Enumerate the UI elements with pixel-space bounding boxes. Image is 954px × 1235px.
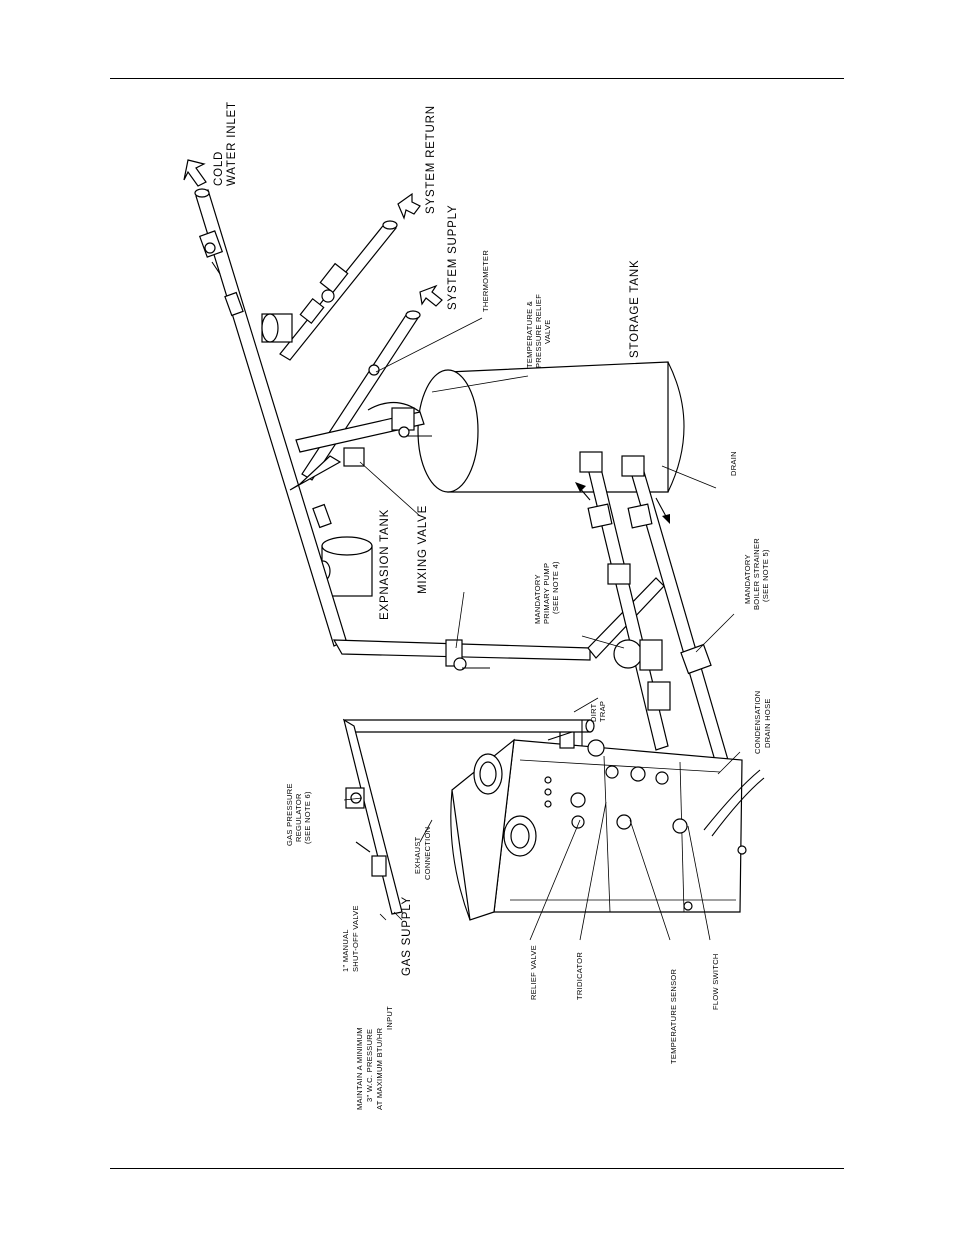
- label-expansion-tank: EXPNASION TANK: [379, 509, 391, 620]
- label-thermometer: THERMOMETER: [481, 250, 490, 312]
- leader-lines: [343, 317, 741, 941]
- label-shutoff-1: 1" MANUAL: [341, 929, 350, 972]
- boiler-strainer: [680, 643, 712, 675]
- shutoff-valve-body: [371, 855, 387, 877]
- label-cold-water-2: WATER INLET: [226, 101, 238, 186]
- label-dirt-trap-2: TRAP: [598, 701, 607, 722]
- label-shutoff-2: SHUT-OFF VALVE: [351, 905, 360, 972]
- label-flow-switch: FLOW SWITCH: [711, 953, 720, 1010]
- label-mixing-valve: MIXING VALVE: [417, 505, 429, 594]
- primary-pump: [613, 639, 643, 669]
- system-supply-pipe: [289, 310, 432, 491]
- label-maintain-2: 3" W.C. PRESSURE: [365, 1029, 374, 1102]
- label-primary-pump-2: PRIMARY PUMP: [542, 563, 551, 624]
- label-gas-regulator-1: GAS PRESSURE: [285, 783, 294, 846]
- system-return-arrow: [397, 192, 421, 220]
- label-system-supply: SYSTEM SUPPLY: [447, 205, 459, 310]
- mixing-valve-body: [343, 447, 365, 467]
- label-dirt-trap-1: DIRT: [589, 703, 598, 722]
- label-condensation-2: DRAIN HOSE: [763, 698, 772, 748]
- system-supply-arrow: [419, 284, 443, 307]
- footer-rule: [110, 1168, 844, 1169]
- label-tp-relief-3: VALVE: [543, 319, 552, 344]
- label-maintain-3: AT MAXIMUM BTU/HR: [375, 1027, 384, 1110]
- boiler-unit: [450, 729, 765, 921]
- label-gas-regulator-2: REGULATOR: [294, 793, 303, 842]
- cold-water-arrow: [183, 159, 207, 187]
- label-exhaust-2: CONNECTION: [423, 827, 432, 880]
- label-cold-water-1: COLD: [213, 151, 225, 186]
- label-primary-pump-1: MANDATORY: [533, 574, 542, 624]
- label-condensation-1: CONDENSATION: [753, 691, 762, 754]
- label-boiler-strainer-1: MANDATORY: [743, 554, 752, 604]
- label-maintain-4: INPUT: [385, 1006, 394, 1030]
- label-temperature-sensor: TEMPERATURE SENSOR: [669, 968, 678, 1064]
- label-tp-relief-1: TEMPERATURE &: [525, 301, 534, 368]
- label-boiler-strainer-3: (SEE NOTE 5): [761, 549, 770, 602]
- label-gas-supply: GAS SUPPLY: [401, 896, 413, 976]
- expansion-tank: [315, 536, 373, 597]
- header-rule: [110, 78, 844, 79]
- label-primary-pump-3: (SEE NOTE 4): [551, 561, 560, 614]
- label-boiler-strainer-2: BOILER STRAINER: [752, 538, 761, 610]
- storage-tank: [417, 361, 685, 493]
- boiler-loop-pipes: [575, 451, 729, 765]
- label-maintain-1: MAINTAIN A MINIMUM: [355, 1027, 364, 1110]
- gas-supply-pipe: [342, 718, 595, 915]
- system-return-pipe: [261, 220, 398, 361]
- thermometer-fitting: [368, 364, 380, 376]
- label-gas-regulator-3: (SEE NOTE 6): [303, 791, 312, 844]
- label-storage-tank: STORAGE TANK: [629, 260, 641, 358]
- label-system-return: SYSTEM RETURN: [425, 105, 437, 214]
- label-exhaust-1: EXHAUST: [413, 836, 422, 874]
- label-drain: DRAIN: [729, 451, 738, 476]
- label-tridicator: TRIDICATOR: [575, 952, 584, 1000]
- diagram-labels: COLD WATER INLET SYSTEM RETURN SYSTEM SU…: [213, 101, 772, 1110]
- label-tp-relief-2: PRESSURE RELIEF: [534, 294, 543, 368]
- label-relief-valve: RELIEF VALVE: [529, 945, 538, 1000]
